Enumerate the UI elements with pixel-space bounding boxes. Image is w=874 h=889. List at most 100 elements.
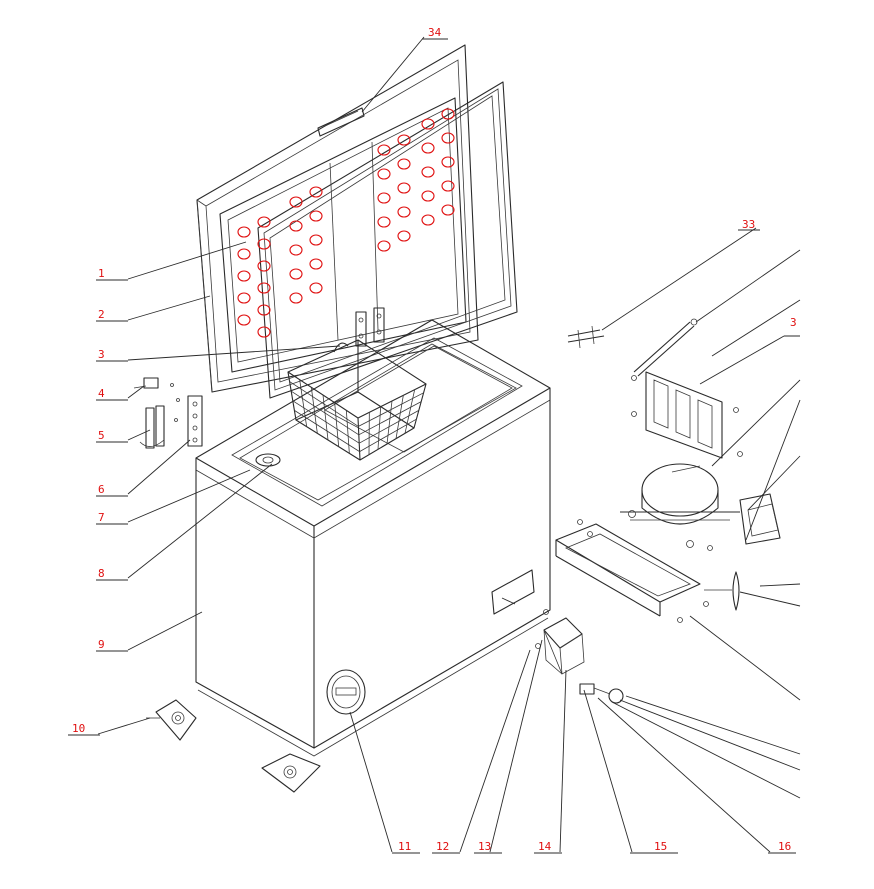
foam-marker xyxy=(309,258,323,270)
basket-wire xyxy=(404,389,416,434)
basket-wire xyxy=(294,410,417,453)
foam-marker xyxy=(441,204,455,216)
callout-34: 34 xyxy=(422,26,448,40)
callout-2: 2 xyxy=(96,308,128,322)
callout-11: 11 xyxy=(392,840,420,854)
basket-wire xyxy=(377,406,382,450)
basket-wire xyxy=(386,400,393,445)
callout-14: 14 xyxy=(534,840,562,854)
screws xyxy=(535,375,743,649)
door-gasket xyxy=(257,81,518,399)
basket-wire xyxy=(289,381,424,427)
power-cord-plug xyxy=(579,683,624,704)
foam-marker xyxy=(309,210,323,222)
basket-wire xyxy=(310,387,318,434)
basket-wire xyxy=(290,390,422,436)
foam-marker xyxy=(441,156,455,168)
callout-label: 14 xyxy=(538,840,552,853)
compressor-bracket xyxy=(555,523,701,617)
callout-label: 11 xyxy=(398,840,411,853)
basket-wire xyxy=(334,402,340,447)
hinge-spring xyxy=(139,405,165,449)
callout-10: 10 xyxy=(68,722,100,736)
callout-6: 6 xyxy=(96,483,128,497)
condenser-tube xyxy=(633,318,698,377)
foam-marker xyxy=(237,292,251,304)
callout-16: 16 xyxy=(768,840,796,854)
foam-marker xyxy=(377,216,391,228)
foam-marker xyxy=(441,132,455,144)
foam-marker xyxy=(289,196,303,208)
callout-label: 34 xyxy=(428,26,442,39)
foam-marker xyxy=(257,216,271,228)
foam-marker xyxy=(441,108,455,120)
callout-label: 1 xyxy=(98,267,105,280)
callout-5: 5 xyxy=(96,429,128,443)
foam-marker xyxy=(377,192,391,204)
control-box xyxy=(543,617,585,675)
callout-9: 9 xyxy=(96,638,128,652)
foot-bracket-left xyxy=(146,699,197,741)
callout-13: 13 xyxy=(474,840,502,854)
foam-marker xyxy=(397,182,411,194)
callout-label: 15 xyxy=(654,840,667,853)
lid-handle xyxy=(317,107,365,137)
callout-label: 16 xyxy=(778,840,791,853)
callout-label: 9 xyxy=(98,638,105,651)
foam-marker xyxy=(397,206,411,218)
foam-marker xyxy=(257,238,271,250)
callout-label: 33 xyxy=(742,218,755,231)
foam-marker xyxy=(237,314,251,326)
foam-marker xyxy=(289,220,303,232)
foam-marker xyxy=(237,248,251,260)
callout-label: 6 xyxy=(98,483,105,496)
foam-marker xyxy=(289,292,303,304)
callout-label: 3 xyxy=(790,316,797,329)
callout-label: 12 xyxy=(436,840,449,853)
callout-label: 4 xyxy=(98,387,105,400)
callout-3: 3 xyxy=(96,348,128,362)
foam-marker xyxy=(397,158,411,170)
foam-marker xyxy=(377,168,391,180)
basket-wire xyxy=(322,394,329,441)
cabinet-body xyxy=(195,319,551,757)
callout-7: 7 xyxy=(96,511,128,525)
foam-marker xyxy=(309,186,323,198)
foam-marker xyxy=(421,142,435,154)
storage-basket xyxy=(287,339,427,461)
foam-marker xyxy=(377,240,391,252)
callout-1: 1 xyxy=(96,267,128,281)
foam-marker xyxy=(257,326,271,338)
drain-plug xyxy=(255,453,281,467)
dryer-filter xyxy=(704,571,740,611)
foam-marker xyxy=(289,268,303,280)
basket-wire xyxy=(395,395,404,439)
foam-marker xyxy=(397,134,411,146)
foam-marker xyxy=(237,270,251,282)
foot-bracket-right xyxy=(261,753,321,793)
hinge-plate xyxy=(170,383,203,447)
foam-marker xyxy=(237,226,251,238)
callout-labels: 1 2 3 4 5 6 7 8 xyxy=(68,26,800,854)
callout-3-right: 3 xyxy=(784,316,800,337)
callout-8: 8 xyxy=(96,567,128,581)
foam-marker xyxy=(289,244,303,256)
foam-marker xyxy=(421,214,435,226)
capillary-connector xyxy=(567,325,605,349)
hinge-upper xyxy=(355,307,385,347)
basket-wire xyxy=(345,410,350,454)
foam-marker xyxy=(421,166,435,178)
foam-marker xyxy=(397,230,411,242)
basket-wire xyxy=(292,400,419,444)
callout-12: 12 xyxy=(432,840,460,854)
callout-label: 10 xyxy=(72,722,85,735)
relay-box xyxy=(739,493,781,545)
side-vent-panel xyxy=(491,569,535,615)
foam-marker xyxy=(377,144,391,156)
callout-33: 33 xyxy=(738,218,760,231)
basket-wire xyxy=(299,379,308,427)
hinge-bracket-small xyxy=(133,377,159,389)
callout-label: 5 xyxy=(98,429,105,442)
foam-marker xyxy=(421,118,435,130)
